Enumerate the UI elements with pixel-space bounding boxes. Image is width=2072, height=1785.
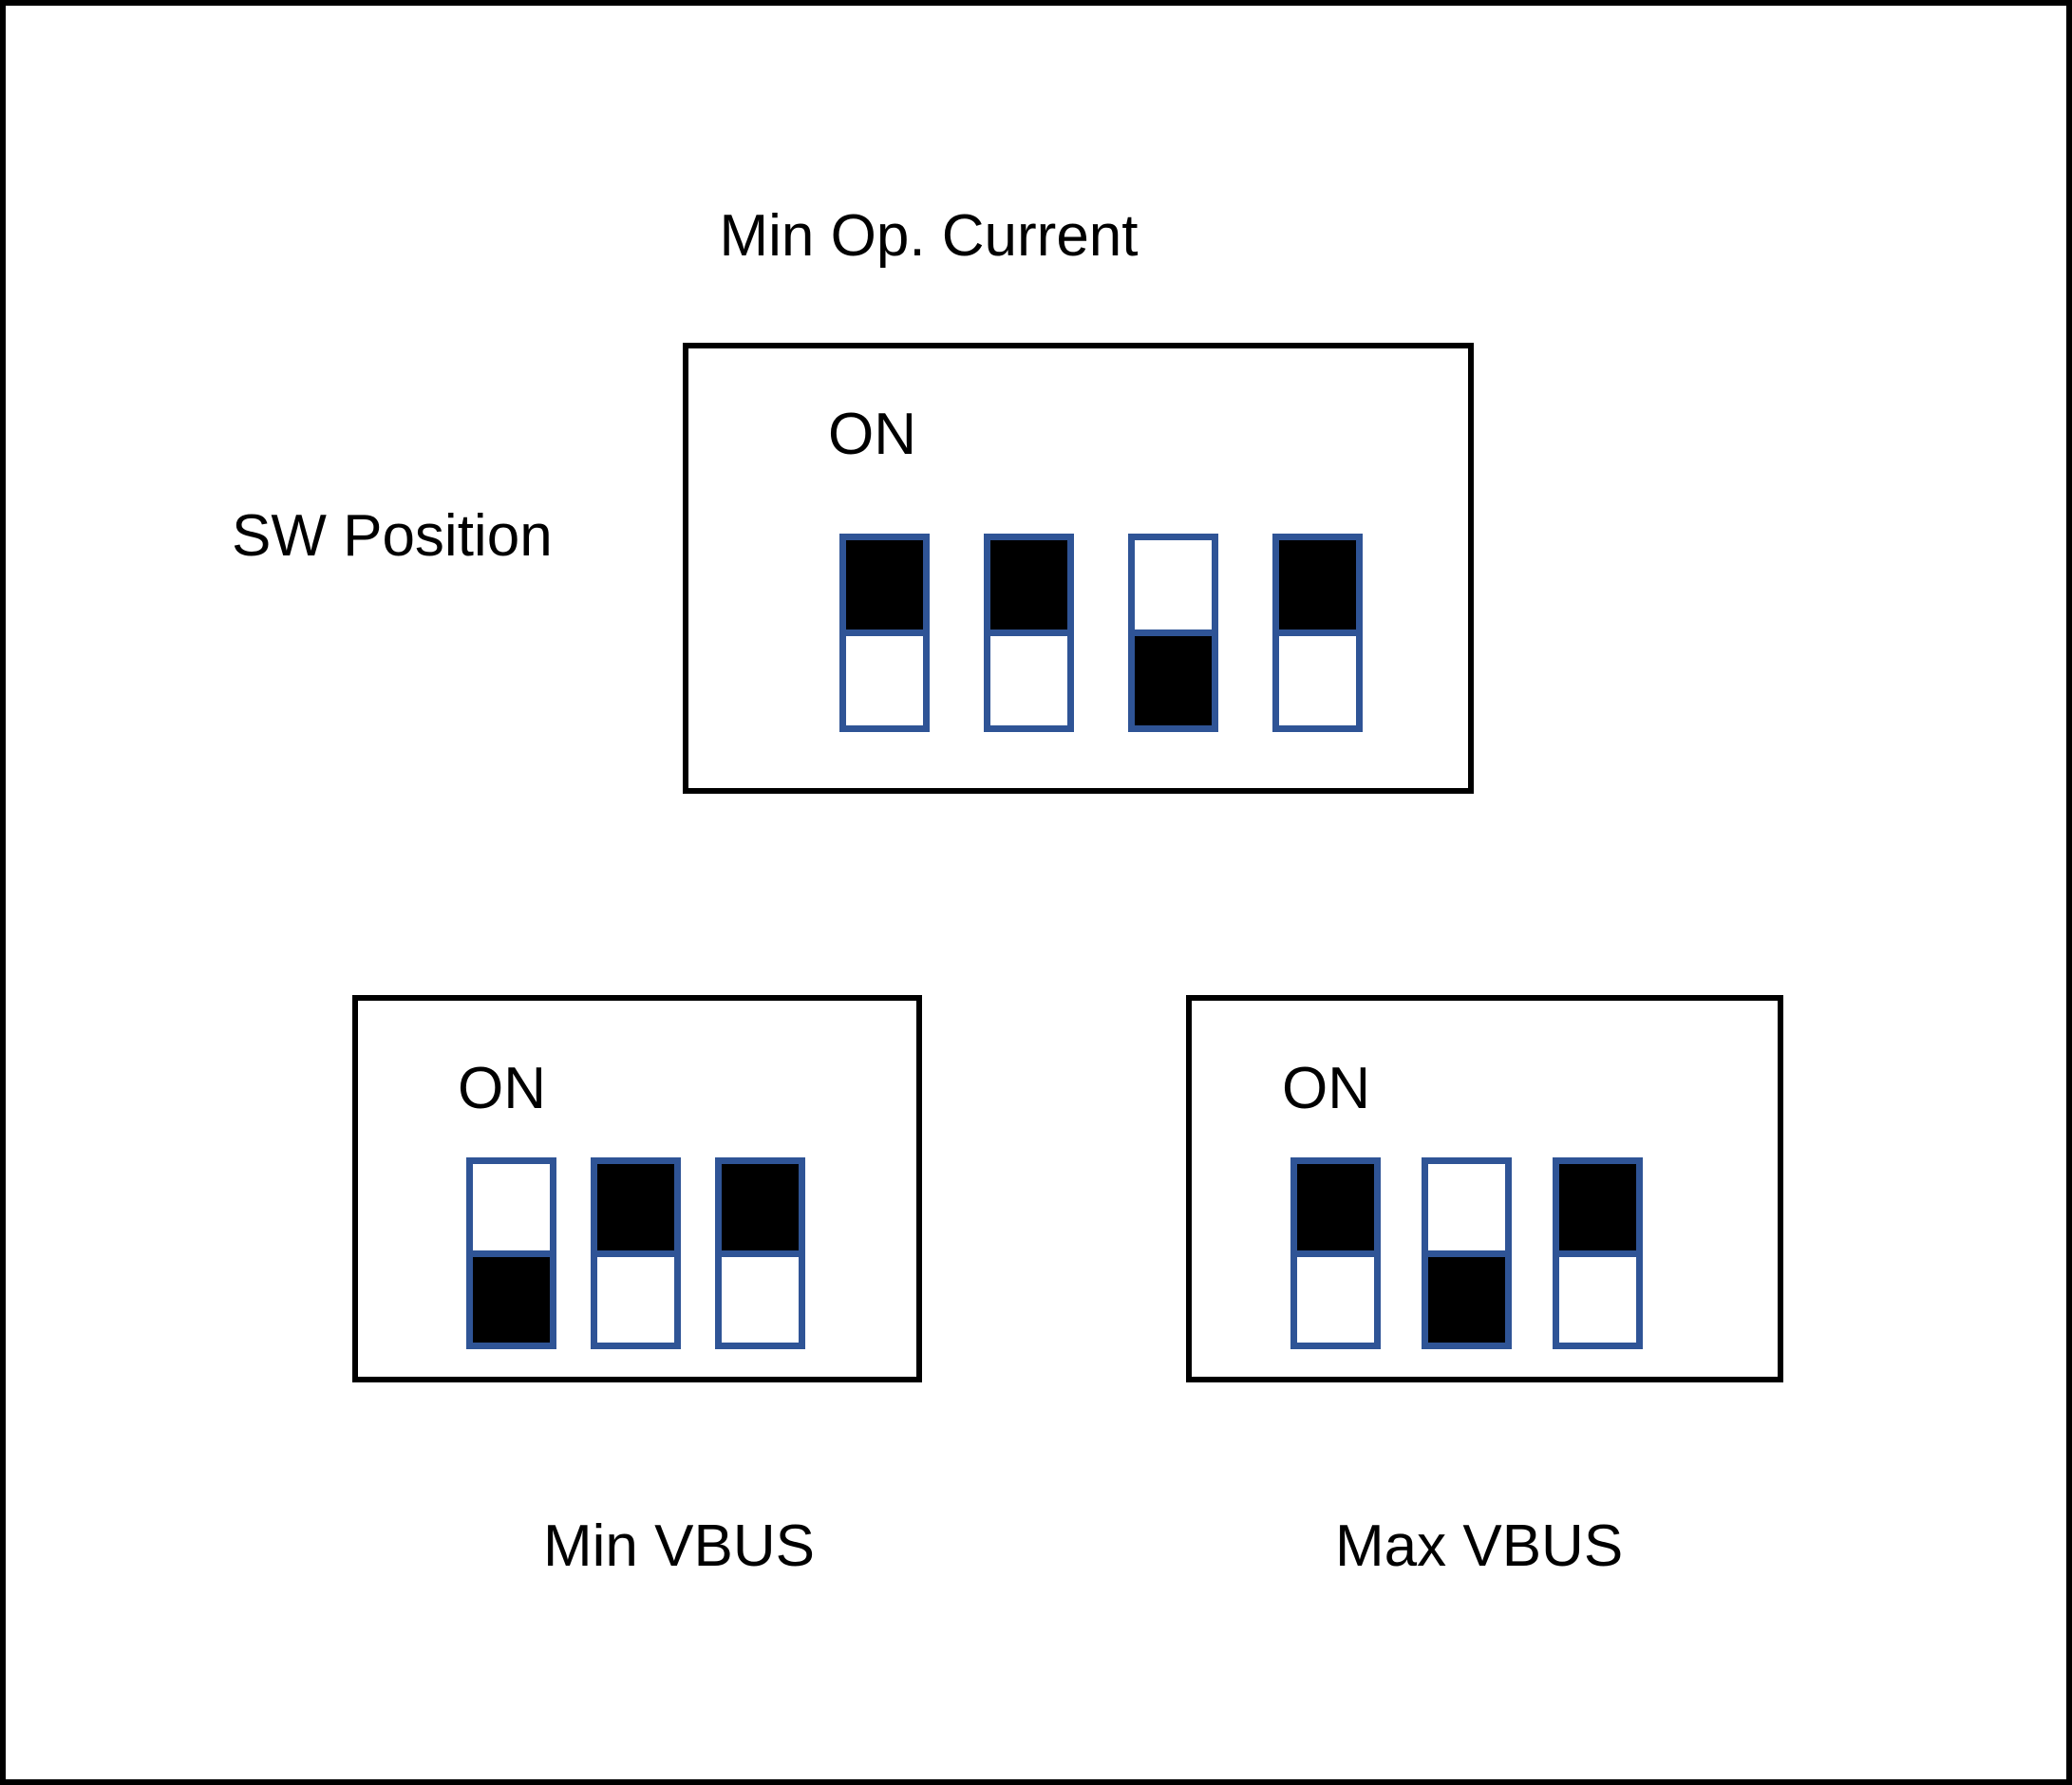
dip-switch-3[interactable]: [1553, 1157, 1643, 1349]
dip-switch-1[interactable]: [1290, 1157, 1381, 1349]
dip-switch-3[interactable]: [1128, 534, 1218, 732]
switch-half-top: [1135, 540, 1212, 629]
switch-row-max-vbus: [1290, 1157, 1643, 1349]
dip-switch-2[interactable]: [591, 1157, 681, 1349]
caption-min-vbus: Min VBUS: [543, 1513, 815, 1579]
dip-switch-1[interactable]: [466, 1157, 556, 1349]
dip-switch-1[interactable]: [839, 534, 930, 732]
switch-package-max-vbus: ON: [1186, 995, 1783, 1382]
switch-row-min-op-current: [839, 534, 1363, 732]
on-label-min-vbus: ON: [458, 1056, 546, 1121]
switch-half-bottom: [473, 1250, 550, 1343]
switch-half-top: [1297, 1164, 1374, 1250]
caption-max-vbus: Max VBUS: [1335, 1513, 1624, 1579]
switch-half-bottom: [1279, 629, 1356, 725]
switch-half-top: [1279, 540, 1356, 629]
on-label-max-vbus: ON: [1282, 1056, 1370, 1121]
switch-half-top: [722, 1164, 799, 1250]
switch-package-min-op-current: ON: [683, 343, 1474, 794]
switch-half-bottom: [722, 1250, 799, 1343]
switch-half-top: [1559, 1164, 1636, 1250]
title-min-op-current: Min Op. Current: [719, 203, 1139, 269]
switch-half-bottom: [1428, 1250, 1505, 1343]
dip-switch-3[interactable]: [715, 1157, 805, 1349]
switch-half-bottom: [597, 1250, 674, 1343]
switch-half-bottom: [1559, 1250, 1636, 1343]
switch-half-bottom: [1135, 629, 1212, 725]
dip-switch-2[interactable]: [1422, 1157, 1512, 1349]
switch-half-top: [990, 540, 1067, 629]
dip-switch-4[interactable]: [1272, 534, 1363, 732]
on-label-min-op-current: ON: [828, 402, 916, 467]
switch-half-top: [846, 540, 923, 629]
switch-package-min-vbus: ON: [352, 995, 922, 1382]
switch-row-min-vbus: [466, 1157, 805, 1349]
dip-switch-2[interactable]: [984, 534, 1074, 732]
switch-half-bottom: [846, 629, 923, 725]
switch-half-bottom: [1297, 1250, 1374, 1343]
switch-half-top: [1428, 1164, 1505, 1250]
switch-half-top: [473, 1164, 550, 1250]
switch-half-top: [597, 1164, 674, 1250]
label-sw-position: SW Position: [232, 503, 553, 569]
switch-half-bottom: [990, 629, 1067, 725]
